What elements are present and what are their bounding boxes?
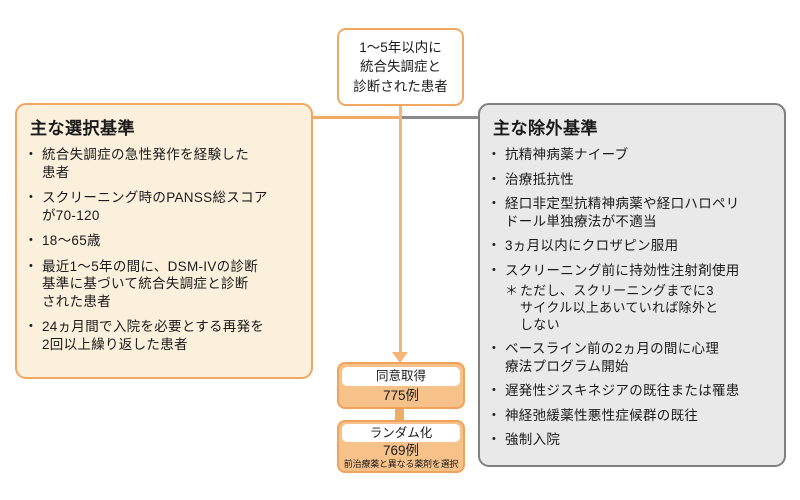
bullet-icon: •: [492, 342, 497, 354]
list-item: • 18〜65歳: [29, 233, 101, 248]
bullet-icon: •: [492, 148, 497, 160]
bullet-icon: •: [29, 148, 34, 160]
randomization-count: 769例: [382, 443, 420, 458]
bullet-icon: •: [492, 239, 497, 251]
inclusion-criteria-box: 主な選択基準 • 統合失調症の急性発作を経験した 患者 • スクリーニング時のP…: [15, 103, 313, 379]
list-item: • 24ヵ月間で入院を必要とする再発を 2回以上繰り返した患者: [29, 319, 265, 352]
list-item: • 遅発性ジスキネジアの既往または罹患: [492, 383, 740, 398]
list-item: • 経口非定型抗精神病薬や経口ハロペリ ドール単独療法が不適当: [492, 196, 740, 229]
inclusion-criteria-title: 主な選択基準: [30, 119, 135, 138]
bullet-icon: •: [492, 384, 497, 396]
bullet-icon: •: [29, 320, 34, 332]
consent-box: 同意取得 775例: [337, 362, 465, 409]
connector-inclusion-line: [311, 116, 401, 119]
bullet-icon: •: [492, 408, 497, 421]
consent-count: 775例: [382, 388, 420, 403]
diagnosed-patients-text: 1〜5年以内に 統合失調症と 診断された患者: [353, 39, 448, 94]
exclusion-exception-note: ＊ ただし、スクリーニングまでに3 サイクル以上あいていれば除外と しない: [505, 283, 719, 332]
list-item: • スクリーニング前に持効性注射剤使用: [492, 262, 740, 278]
bullet-icon: •: [29, 234, 34, 246]
randomization-note: 前治療薬と異なる薬剤を選択: [343, 459, 459, 469]
exclusion-criteria-title: 主な除外基準: [493, 119, 598, 138]
randomization-box: ランダム化 769例 前治療薬と異なる薬剤を選択: [337, 420, 465, 473]
connector-consent-randomization: [395, 404, 404, 424]
list-item: • 強制入院: [492, 432, 561, 447]
list-item: • 神経弛緩薬性悪性症候群の既往: [492, 407, 699, 423]
list-item: • 治療抵抗性: [492, 171, 574, 187]
bullet-icon: •: [492, 433, 497, 445]
bullet-icon: •: [29, 259, 34, 272]
randomization-label: ランダム化: [342, 424, 460, 442]
list-item: • スクリーニング時のPANSS総スコア が70-120: [29, 190, 268, 223]
bullet-icon: •: [492, 263, 497, 276]
bullet-icon: •: [492, 197, 497, 209]
consent-label: 同意取得: [342, 367, 460, 386]
list-item: • 最近1〜5年の間に、DSM-IVの診断 基準に基づいて統合失調症と診断 され…: [29, 258, 259, 309]
list-item: • 統合失調症の急性発作を経験した 患者: [29, 147, 249, 180]
list-item: • 3ヵ月以内にクロザピン服用: [492, 238, 679, 253]
flow-arrowhead-icon: [392, 352, 408, 363]
list-item: • ベースライン前の2ヵ月の間に心理 療法プログラム開始: [492, 341, 720, 374]
bullet-icon: •: [492, 172, 497, 185]
exclusion-criteria-box: 主な除外基準 • 抗精神病薬ナイーブ • 治療抵抗性 • 経口非定型抗精神病薬や…: [478, 103, 786, 467]
connector-exclusion-line: [399, 116, 479, 119]
diagnosed-patients-box: 1〜5年以内に 統合失調症と 診断された患者: [337, 28, 464, 106]
bullet-icon: •: [29, 191, 34, 203]
flow-arrow-line: [399, 104, 402, 353]
asterisk-icon: ＊: [505, 283, 519, 298]
list-item: • 抗精神病薬ナイーブ: [492, 147, 629, 162]
